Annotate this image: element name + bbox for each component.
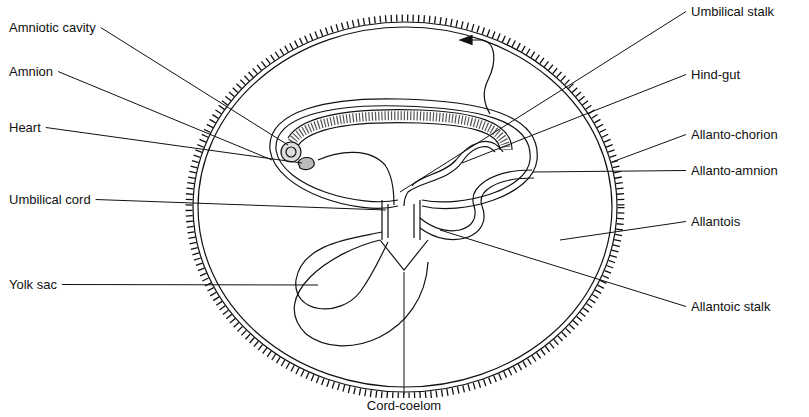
- leader-line: [533, 171, 686, 173]
- amnion: [270, 99, 537, 209]
- allanto-chorion-inner: [198, 27, 612, 387]
- amnion-inner: [276, 106, 530, 202]
- embryo-outline-inner: [297, 123, 500, 150]
- part-label: Umbilical cord: [8, 192, 92, 207]
- part-label: Yolk sac: [8, 277, 58, 292]
- yolk-sac: [296, 232, 388, 309]
- leader-line: [46, 128, 302, 164]
- allanto-chorion: [193, 22, 617, 392]
- allantoic-wall: [294, 240, 428, 346]
- leader-line: [62, 284, 318, 286]
- part-label: Allanto-amnion: [690, 163, 779, 178]
- leader-line: [612, 135, 686, 163]
- leader-line: [440, 230, 686, 307]
- part-label: Allantoic stalk: [690, 299, 771, 314]
- heart: [298, 158, 314, 170]
- allantoic-stalk-inner: [420, 178, 534, 240]
- leader-line: [462, 75, 686, 164]
- part-label: Allantois: [690, 214, 741, 229]
- part-label: Amnion: [8, 64, 54, 79]
- part-label: Umbilical stalk: [690, 4, 775, 19]
- arrow-head: [460, 36, 472, 45]
- leader-line: [400, 12, 686, 193]
- embryo-head: [281, 142, 301, 162]
- umbilical-cord: [382, 200, 420, 240]
- part-label: Hind-gut: [690, 67, 741, 82]
- chorion-villi: [189, 18, 621, 396]
- leader-line: [58, 72, 272, 161]
- leader-line: [96, 200, 386, 211]
- part-label: Allanto-chorion: [690, 127, 779, 142]
- part-label: Amniotic cavity: [8, 20, 97, 35]
- embryo-outline: [288, 110, 512, 150]
- part-label: Heart: [8, 120, 42, 135]
- flow-arrow: [470, 40, 494, 114]
- hind-gut-outer: [412, 142, 503, 186]
- embryo-head-inner: [286, 147, 296, 157]
- leader-line: [560, 222, 686, 241]
- part-label: Cord-coelom: [366, 398, 442, 413]
- leader-line: [404, 272, 405, 395]
- fore-gut: [318, 152, 394, 205]
